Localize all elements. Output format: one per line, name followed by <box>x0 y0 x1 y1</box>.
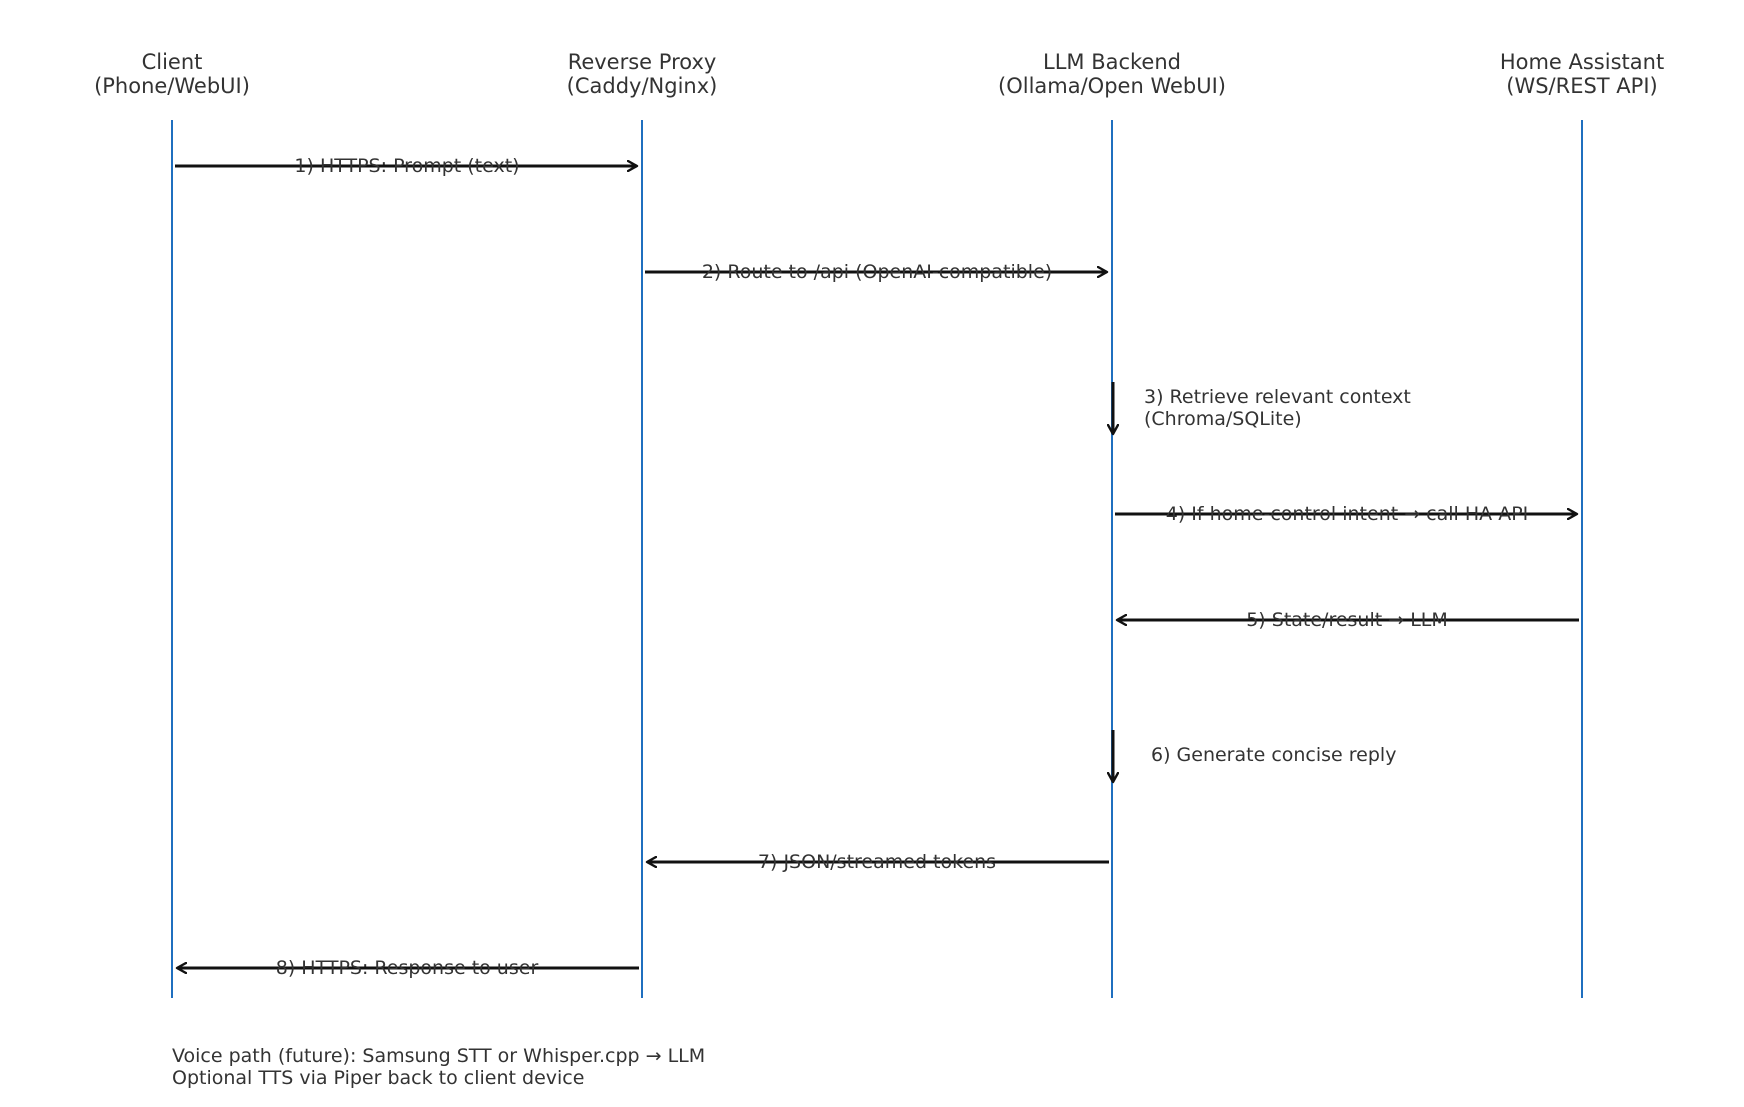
lifelines <box>171 120 1583 998</box>
message-2-label: 2) Route to /api (OpenAI-compatible) <box>701 261 1053 283</box>
message-7-label: 7) JSON/streamed tokens <box>757 851 997 873</box>
message-3-line-1: 3) Retrieve relevant context <box>1144 386 1411 408</box>
footnote-line-1: Voice path (future): Samsung STT or Whis… <box>172 1045 706 1067</box>
actor-proxy-name: Reverse Proxy <box>567 50 717 74</box>
message-6-label: 6) Generate concise reply <box>1151 744 1396 766</box>
message-1-label: 1) HTTPS: Prompt (text) <box>294 155 520 177</box>
footnote: Voice path (future): Samsung STT or Whis… <box>172 1045 705 1089</box>
footnote-line-2: Optional TTS via Piper back to client de… <box>172 1067 585 1089</box>
actor-client-sub: (Phone/WebUI) <box>94 74 250 98</box>
actor-proxy-sub: (Caddy/Nginx) <box>566 74 718 98</box>
message-3-label: 3) Retrieve relevant context (Chroma/SQL… <box>1144 386 1411 430</box>
message-3-line-2: (Chroma/SQLite) <box>1144 408 1302 430</box>
message-4-label: 4) If home-control intent → call HA API <box>1165 503 1529 525</box>
actor-proxy: Reverse Proxy (Caddy/Nginx) <box>462 50 822 98</box>
message-arrows <box>175 166 1579 968</box>
actor-llm: LLM Backend (Ollama/Open WebUI) <box>932 50 1292 98</box>
actor-llm-name: LLM Backend <box>1043 50 1181 74</box>
message-8-label: 8) HTTPS: Response to user <box>275 957 539 979</box>
actor-client-name: Client <box>141 50 203 74</box>
actor-ha-name: Home Assistant <box>1499 50 1665 74</box>
actor-client: Client (Phone/WebUI) <box>0 50 352 98</box>
message-5-label: 5) State/result → LLM <box>1246 609 1448 631</box>
actor-ha-sub: (WS/REST API) <box>1506 74 1658 98</box>
actor-ha: Home Assistant (WS/REST API) <box>1402 50 1744 98</box>
message-6-line-1: 6) Generate concise reply <box>1151 744 1397 766</box>
actor-llm-sub: (Ollama/Open WebUI) <box>998 74 1226 98</box>
